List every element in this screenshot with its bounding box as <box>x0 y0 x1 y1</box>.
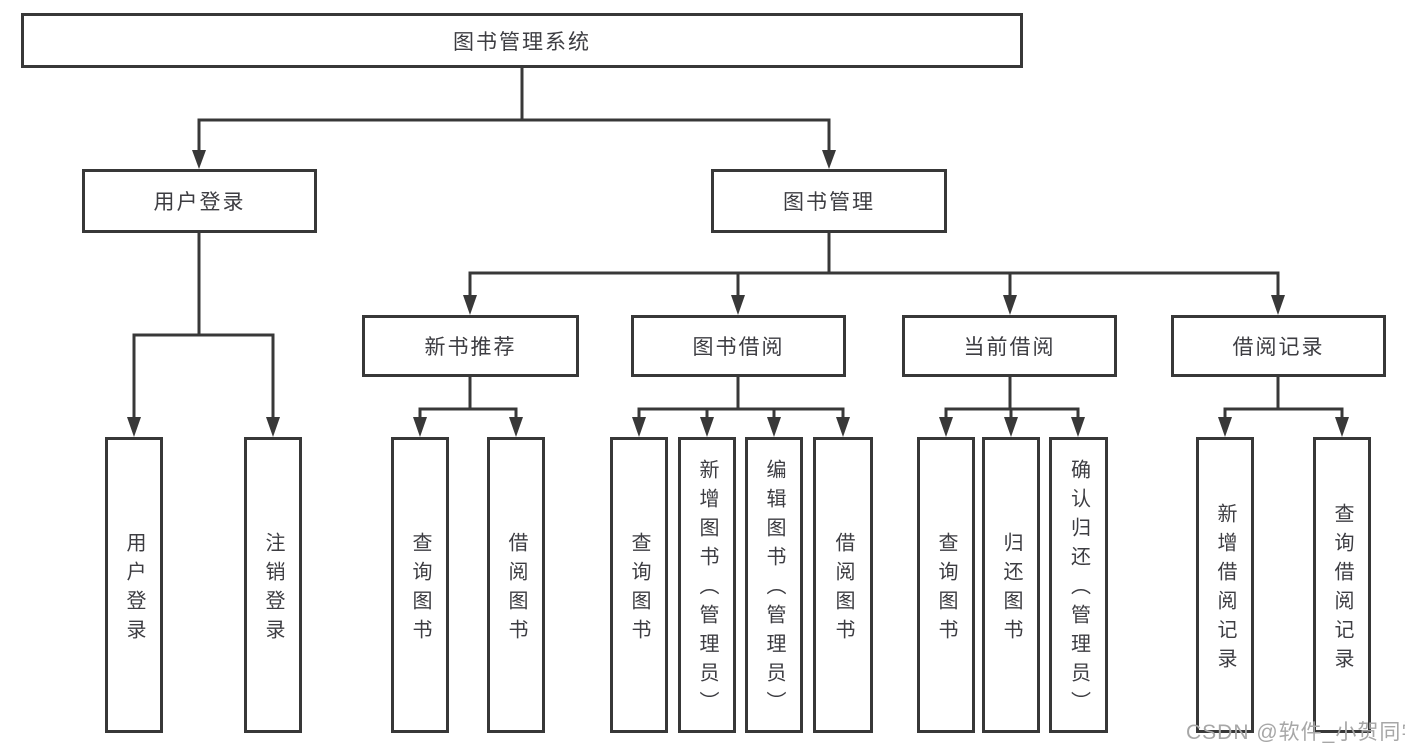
leaf-label: 借阅图书 <box>505 531 527 648</box>
node-label: 图书管理系统 <box>453 30 591 54</box>
node-user-login-group: 用户登录 <box>82 169 317 233</box>
node-label: 借阅记录 <box>1232 336 1325 359</box>
node-label: 用户登录 <box>153 191 246 214</box>
leaf-borrow-books-recommend: 借阅图书 <box>487 437 545 733</box>
node-new-book-recommendation: 新书推荐 <box>362 315 579 377</box>
leaf-label: 编辑图书（管理员） <box>763 459 785 720</box>
leaf-label: 借阅图书 <box>832 531 854 648</box>
leaf-user-login: 用户登录 <box>105 437 163 733</box>
leaf-query-books-recommend: 查询图书 <box>391 437 449 733</box>
arrow-down-icons <box>127 150 1349 437</box>
leaf-query-borrow-record: 查询借阅记录 <box>1313 437 1371 733</box>
leaf-edit-book-admin: 编辑图书（管理员） <box>745 437 803 733</box>
leaf-query-books-borrowing: 查询图书 <box>610 437 668 733</box>
leaf-borrow-books: 借阅图书 <box>813 437 873 733</box>
node-label: 当前借阅 <box>963 336 1056 359</box>
leaf-label: 查询图书 <box>935 531 957 648</box>
node-borrowing-records: 借阅记录 <box>1171 315 1386 377</box>
leaf-label: 新增借阅记录 <box>1214 502 1236 677</box>
leaf-label: 归还图书 <box>1000 531 1022 648</box>
node-label: 图书管理 <box>783 191 875 214</box>
leaf-return-books: 归还图书 <box>982 437 1040 733</box>
leaf-label: 查询图书 <box>409 531 431 648</box>
leaf-label: 确认归还（管理员） <box>1067 459 1090 720</box>
node-current-borrowing: 当前借阅 <box>902 315 1117 377</box>
node-library-management-system: 图书管理系统 <box>21 13 1023 68</box>
leaf-label: 注销登录 <box>262 531 284 648</box>
leaf-confirm-return-admin: 确认归还（管理员） <box>1049 437 1108 733</box>
node-book-borrowing: 图书借阅 <box>631 315 846 377</box>
node-label: 新书推荐 <box>424 336 517 359</box>
leaf-label: 查询借阅记录 <box>1331 502 1353 677</box>
leaf-label: 查询图书 <box>628 531 650 648</box>
csdn-watermark: CSDN @软件_小贺同学 <box>1186 721 1405 744</box>
leaf-label: 新增图书（管理员） <box>696 459 718 720</box>
node-book-management: 图书管理 <box>711 169 947 233</box>
leaf-logout: 注销登录 <box>244 437 302 733</box>
leaf-add-borrow-record: 新增借阅记录 <box>1196 437 1254 733</box>
leaf-add-book-admin: 新增图书（管理员） <box>678 437 736 733</box>
leaf-label: 用户登录 <box>123 531 145 648</box>
node-label: 图书借阅 <box>692 336 785 359</box>
leaf-query-books-current: 查询图书 <box>917 437 975 733</box>
